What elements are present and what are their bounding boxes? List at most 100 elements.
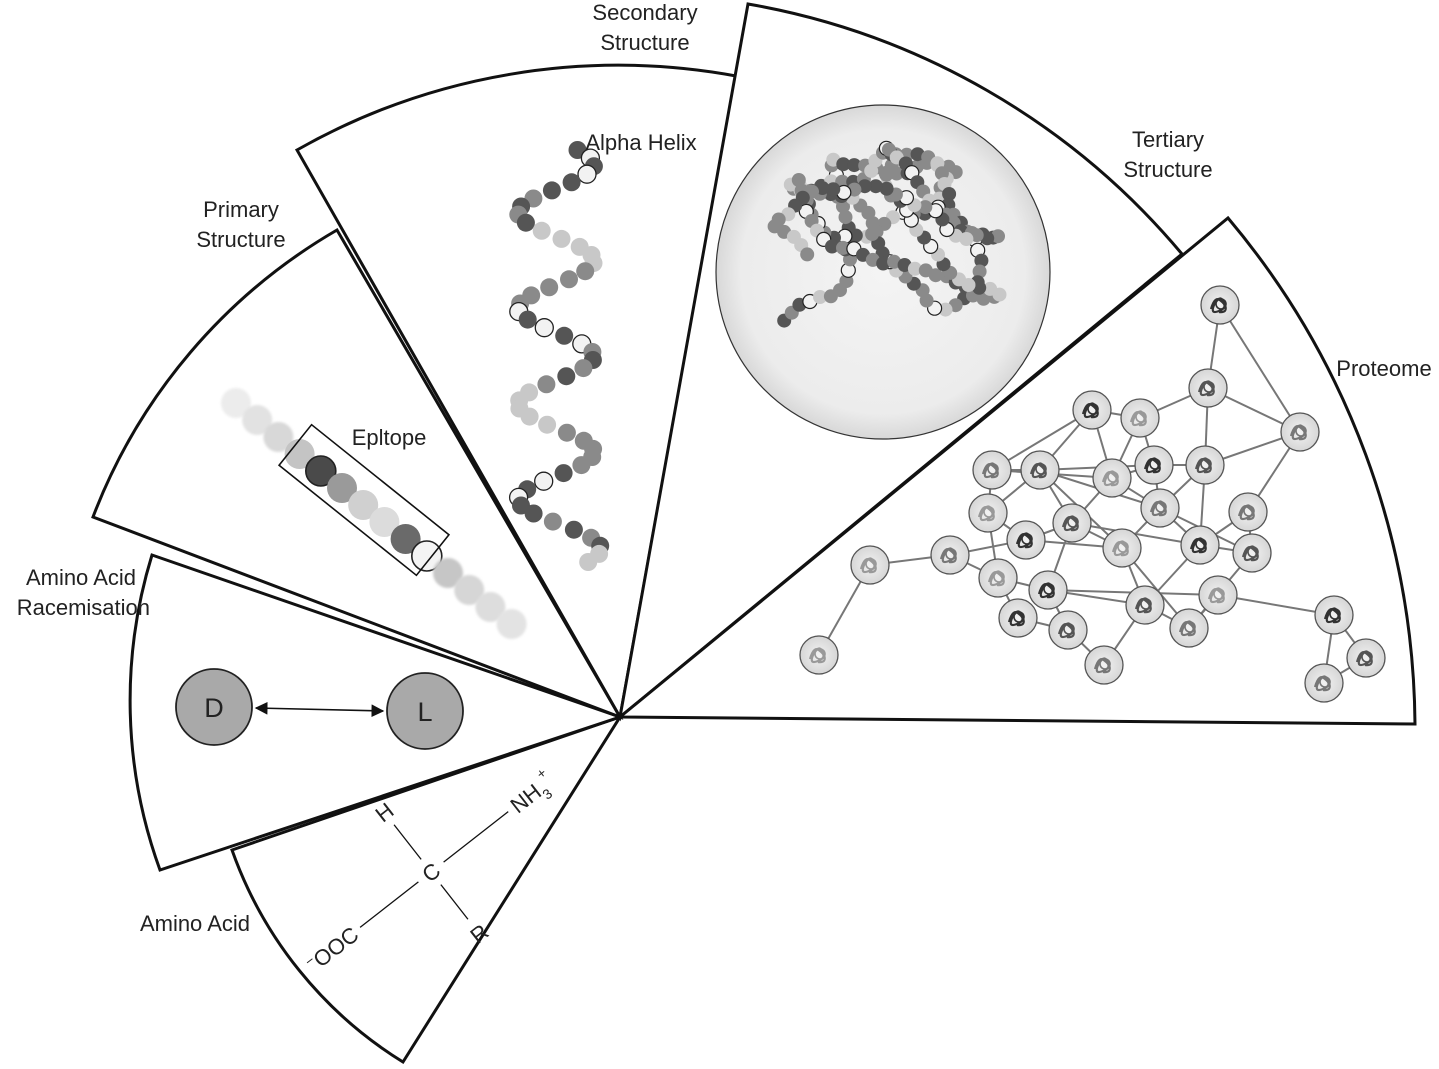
tertiary-bead bbox=[826, 182, 841, 197]
epitope-bead bbox=[221, 388, 251, 418]
protein-node bbox=[1140, 488, 1180, 528]
tertiary-structure-label-line1: Tertiary bbox=[1132, 127, 1204, 152]
helix-bead bbox=[560, 270, 578, 289]
tertiary-bead bbox=[879, 181, 894, 196]
helix-bead bbox=[543, 512, 562, 531]
protein-node bbox=[799, 635, 839, 675]
tertiary-bead bbox=[983, 281, 998, 296]
protein-node bbox=[1120, 398, 1160, 438]
helix-bead bbox=[524, 504, 543, 523]
helix-bead bbox=[534, 471, 554, 491]
proteome-label: Proteome bbox=[1336, 356, 1431, 381]
primary-structure-label-line2: Structure bbox=[196, 227, 285, 252]
helix-bead bbox=[574, 359, 593, 378]
sector-amino-acid bbox=[230, 714, 624, 1065]
protein-node bbox=[1314, 595, 1354, 635]
helix-bead bbox=[562, 173, 581, 192]
tertiary-bead bbox=[910, 147, 925, 162]
epitope-box bbox=[277, 423, 451, 577]
proteome-edge bbox=[1219, 304, 1301, 433]
helix-bead bbox=[576, 262, 595, 281]
protein-node bbox=[1232, 533, 1272, 573]
sector-secondary-structure bbox=[294, 63, 738, 722]
helix-bead bbox=[532, 221, 551, 240]
helix-bead bbox=[516, 213, 535, 232]
protein-node bbox=[1125, 585, 1165, 625]
alpha-helix-label: Alpha Helix bbox=[585, 130, 696, 155]
tertiary-bead bbox=[847, 158, 862, 173]
proteome-edge bbox=[1071, 522, 1201, 546]
helix-bead bbox=[557, 423, 576, 442]
epitope-bead bbox=[284, 439, 315, 469]
d-enantiomer-circle bbox=[175, 668, 253, 746]
protein-node bbox=[930, 535, 970, 575]
tertiary-bead bbox=[791, 173, 806, 187]
tertiary-bead bbox=[972, 264, 987, 279]
tertiary-bead bbox=[836, 157, 851, 172]
protein-node bbox=[1048, 610, 1088, 650]
helix-bead bbox=[552, 229, 571, 248]
l-enantiomer-circle bbox=[386, 672, 464, 750]
protein-node bbox=[1180, 525, 1220, 565]
epitope-bead bbox=[390, 524, 421, 554]
tertiary-bead bbox=[876, 256, 891, 271]
protein-node bbox=[1052, 503, 1092, 543]
helix-bead bbox=[564, 520, 583, 539]
helix-bead bbox=[534, 318, 554, 338]
tertiary-bead bbox=[974, 253, 989, 268]
protein-node bbox=[1134, 445, 1174, 485]
protein-node bbox=[978, 558, 1018, 598]
epitope-bead bbox=[327, 473, 357, 503]
protein-node bbox=[1198, 575, 1238, 615]
tertiary-bead bbox=[976, 291, 991, 306]
protein-node bbox=[1169, 608, 1209, 648]
protein-node bbox=[1228, 492, 1268, 532]
protein-node bbox=[972, 450, 1012, 490]
racemisation-label-line2: Racemisation bbox=[17, 595, 150, 620]
helix-bead bbox=[520, 407, 539, 426]
tertiary-bead bbox=[825, 239, 839, 254]
protein-node bbox=[1092, 458, 1132, 498]
epitope-label: Epltope bbox=[352, 425, 427, 450]
protein-node bbox=[1188, 368, 1228, 408]
amino-acid-label: Amino Acid bbox=[140, 911, 250, 936]
helix-bead bbox=[577, 164, 597, 184]
helix-bead bbox=[540, 278, 559, 297]
tertiary-bead bbox=[838, 210, 853, 225]
helix-bead bbox=[555, 326, 574, 345]
protein-node bbox=[998, 598, 1038, 638]
epitope-bead bbox=[242, 405, 273, 435]
epitope-chain bbox=[221, 388, 527, 639]
tertiary-bead bbox=[865, 227, 880, 241]
protein-node bbox=[968, 493, 1008, 533]
tertiary-bead bbox=[887, 254, 902, 269]
helix-bead bbox=[579, 553, 598, 571]
l-label: L bbox=[417, 697, 432, 727]
secondary-structure-label-line1: Secondary bbox=[592, 0, 697, 25]
secondary-structure-label-line2: Structure bbox=[600, 30, 689, 55]
epitope-bead bbox=[348, 490, 379, 520]
helix-bead bbox=[518, 310, 537, 329]
tertiary-bead bbox=[972, 280, 987, 295]
racemisation-label-line1: Amino Acid bbox=[26, 565, 136, 590]
epitope-bead bbox=[410, 540, 443, 572]
proteome-network-nodes bbox=[799, 285, 1386, 703]
tertiary-bead bbox=[959, 232, 974, 246]
protein-node bbox=[1304, 663, 1344, 703]
helix-bead bbox=[557, 367, 576, 386]
tertiary-fold-chain bbox=[767, 140, 1007, 328]
epitope-bead bbox=[369, 507, 400, 537]
helix-bead bbox=[538, 415, 557, 434]
alpha-helix-chain bbox=[508, 141, 610, 571]
protein-node bbox=[1346, 638, 1386, 678]
helix-bead bbox=[554, 464, 573, 483]
tertiary-bead bbox=[980, 231, 995, 246]
protein-node bbox=[1006, 520, 1046, 560]
tertiary-bead bbox=[813, 290, 827, 304]
tertiary-bead bbox=[868, 179, 883, 194]
tertiary-structure-label-line2: Structure bbox=[1123, 157, 1212, 182]
tertiary-bead bbox=[848, 228, 863, 243]
tertiary-bead bbox=[907, 261, 922, 276]
protein-node bbox=[850, 545, 890, 585]
